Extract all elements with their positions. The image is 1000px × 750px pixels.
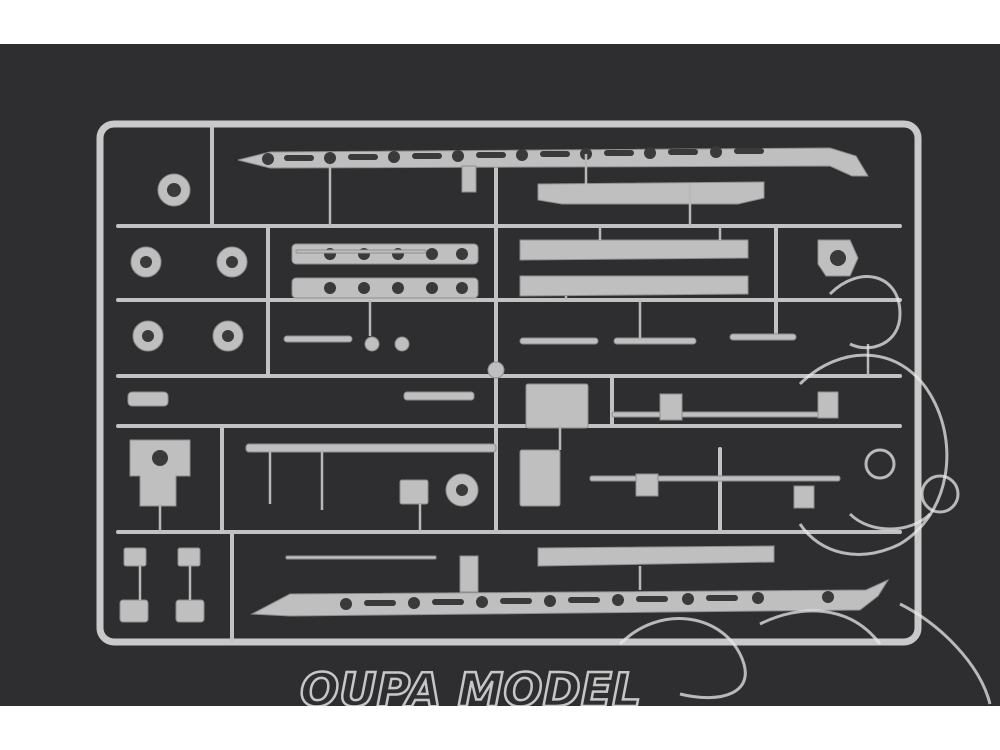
tread-pads (635, 391, 839, 509)
horizontal-runners (116, 224, 902, 534)
watermark-graphic (618, 275, 992, 705)
lower-rail-part (250, 578, 890, 617)
watermark-text: OUPA MODEL (300, 663, 641, 706)
upper-rail-part (237, 146, 869, 177)
bracket-part (817, 239, 859, 277)
cylinder-parts (127, 173, 505, 507)
sprue-frame (96, 120, 922, 646)
sprue-gates (138, 154, 870, 600)
sprue-illustration: OUPA MODEL (96, 120, 992, 706)
housing-part (119, 439, 205, 623)
flat-plates (519, 181, 775, 567)
sprue-photo: OUPA MODEL (0, 44, 1000, 706)
perforated-beams (291, 243, 479, 299)
rod-parts (245, 249, 841, 560)
vertical-runners (210, 126, 778, 642)
block-parts (399, 165, 589, 593)
